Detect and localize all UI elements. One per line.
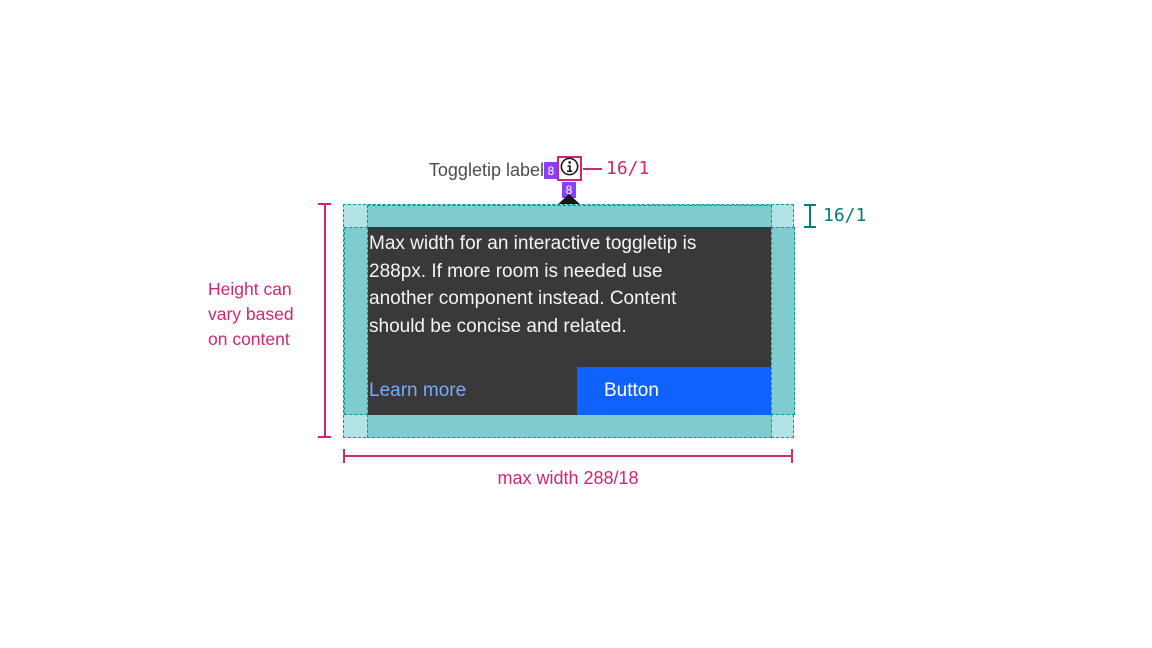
- padding-measure-label: 16/1: [823, 205, 867, 226]
- max-width-measure-tick-left: [343, 449, 345, 463]
- body-line: 288px. If more room is needed use: [369, 260, 663, 282]
- height-measure-tick-top: [318, 203, 331, 205]
- learn-more-link[interactable]: Learn more: [369, 380, 467, 401]
- height-note: Height can vary based on content: [208, 277, 308, 352]
- max-width-measure-line: [343, 455, 793, 457]
- height-note-line: Height can: [208, 279, 292, 299]
- padding-overlay: Max width for an interactive toggletip i…: [343, 204, 795, 438]
- toggletip-trigger-label: Toggletip label: [428, 160, 544, 180]
- padding-measure-line: [809, 205, 811, 227]
- height-measure-tick-bottom: [318, 436, 331, 438]
- annotation-connector-line: [583, 168, 602, 170]
- icon-size-measure-label: 16/1: [606, 158, 650, 179]
- padding-measure-tick-top: [804, 204, 816, 206]
- max-width-note: max width 288/18: [497, 468, 639, 488]
- toggletip-body-text: Max width for an interactive toggletip i…: [369, 230, 771, 340]
- padding-measure-tick-bottom: [804, 226, 816, 228]
- toggletip-action-button[interactable]: Button: [577, 367, 771, 415]
- toggletip-popover: Max width for an interactive toggletip i…: [368, 227, 771, 415]
- spacing-badge-value: 8: [565, 183, 573, 197]
- padding-strip-bottom: [367, 414, 772, 438]
- height-note-line: vary based: [208, 304, 294, 324]
- max-width-measure-tick-right: [791, 449, 793, 463]
- spacing-badge-value: 8: [547, 163, 555, 178]
- padding-strip-right: [771, 227, 795, 415]
- height-measure-line: [324, 204, 326, 438]
- padding-strip-top: [367, 205, 772, 228]
- padding-strip-left: [344, 227, 368, 415]
- height-note-line: on content: [208, 329, 290, 349]
- spacing-badge-8-horizontal: 8: [544, 162, 558, 179]
- tooltip-caret: [556, 194, 582, 206]
- body-line: Max width for an interactive toggletip i…: [369, 233, 697, 254]
- icon-size-annotation-frame: [557, 156, 582, 181]
- body-line: should be concise and related.: [369, 315, 627, 337]
- information-icon[interactable]: [559, 156, 580, 182]
- body-line: another component instead. Content: [369, 288, 677, 309]
